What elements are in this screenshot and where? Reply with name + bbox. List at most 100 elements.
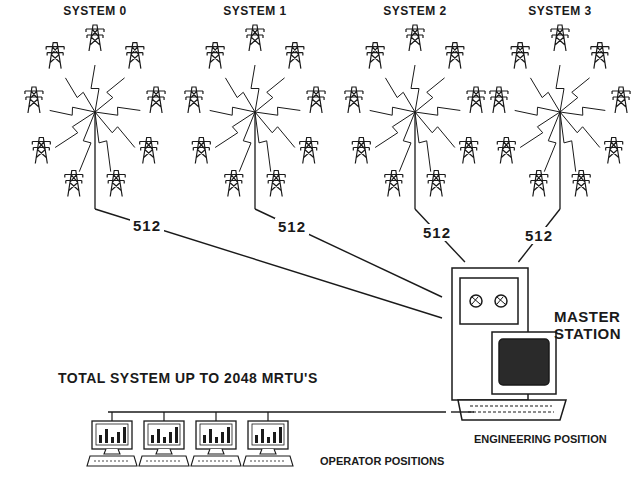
screen-bar bbox=[111, 437, 114, 443]
radio-link bbox=[255, 107, 300, 115]
screen-bar bbox=[209, 429, 212, 443]
radio-link bbox=[415, 107, 460, 115]
tower-icon bbox=[147, 87, 165, 113]
system-trunk bbox=[254, 112, 255, 209]
tower-icon bbox=[192, 138, 210, 164]
tower-icon bbox=[345, 87, 363, 113]
radio-link bbox=[520, 112, 560, 148]
tower-icon bbox=[490, 87, 508, 113]
screen-bar bbox=[227, 427, 230, 443]
radio-link bbox=[385, 78, 415, 112]
tower-icon bbox=[286, 43, 304, 69]
radio-link bbox=[251, 65, 259, 112]
screen-bar bbox=[203, 435, 206, 443]
station-label: OPERATOR POSITIONS bbox=[320, 455, 451, 467]
system-trunk bbox=[94, 112, 95, 209]
tower-icon bbox=[605, 138, 623, 164]
radio-link bbox=[560, 107, 605, 115]
screen-bar bbox=[215, 437, 218, 443]
radio-link bbox=[556, 65, 564, 112]
link-line bbox=[451, 411, 474, 412]
position-group: ENGINEERING POSITION bbox=[474, 402, 633, 448]
radio-link bbox=[215, 112, 255, 148]
radio-link bbox=[95, 112, 111, 172]
system-cluster: SYSTEM 1 bbox=[183, 4, 327, 209]
radio-link bbox=[255, 78, 285, 112]
screen-bar bbox=[163, 437, 166, 443]
system-label: SYSTEM 2 bbox=[380, 4, 449, 18]
monitor-stand bbox=[208, 449, 224, 454]
system-trunk bbox=[414, 112, 415, 209]
monitor-screen bbox=[148, 424, 180, 445]
link-line bbox=[518, 209, 560, 262]
radio-link bbox=[55, 112, 95, 148]
system-cluster: SYSTEM 0 bbox=[23, 4, 167, 209]
tower-icon bbox=[307, 87, 325, 113]
radio-link bbox=[95, 78, 125, 112]
tower-icon bbox=[65, 170, 83, 196]
operator-monitor bbox=[144, 421, 184, 449]
radio-link bbox=[530, 78, 560, 112]
tower-icon bbox=[225, 170, 243, 196]
tower-icon bbox=[591, 43, 609, 69]
tower-icon bbox=[46, 43, 64, 69]
tower-icon bbox=[385, 170, 403, 196]
operator-bus bbox=[108, 411, 446, 412]
system-trunk bbox=[559, 112, 560, 209]
system-cluster: SYSTEM 3 bbox=[488, 4, 632, 209]
operator-monitor bbox=[248, 421, 288, 449]
system-label: SYSTEM 3 bbox=[525, 4, 594, 18]
operator-monitor bbox=[196, 421, 236, 449]
link-line bbox=[255, 209, 442, 297]
screen-bar bbox=[279, 427, 282, 443]
keyboard-keys bbox=[146, 461, 182, 462]
bus-drop bbox=[163, 412, 164, 421]
bus-drop bbox=[215, 412, 216, 421]
channel-count: 512 bbox=[275, 218, 309, 235]
screen-bar bbox=[117, 432, 120, 443]
operator-keyboard bbox=[87, 456, 137, 466]
engineering-terminal bbox=[458, 332, 566, 420]
screen-bar bbox=[99, 435, 102, 443]
tower-icon bbox=[530, 170, 548, 196]
tower-icon bbox=[140, 138, 158, 164]
screen-bar bbox=[221, 432, 224, 443]
tower-icon bbox=[511, 43, 529, 69]
radio-link bbox=[225, 78, 255, 112]
radio-link bbox=[415, 112, 431, 172]
monitor-stand bbox=[156, 449, 172, 454]
screen-bar bbox=[273, 432, 276, 443]
radio-link bbox=[375, 112, 415, 148]
keyboard-keys bbox=[250, 461, 286, 462]
operator-keyboard bbox=[139, 456, 189, 466]
position-group: OPERATOR POSITIONS bbox=[95, 405, 451, 480]
channel-count: 512 bbox=[130, 217, 164, 234]
system-label: SYSTEM 1 bbox=[220, 4, 289, 18]
tower-icon bbox=[460, 138, 478, 164]
keyboard-keys bbox=[94, 461, 130, 462]
keyboard-keys bbox=[198, 461, 234, 462]
tower-icon bbox=[572, 170, 590, 196]
screen-bar bbox=[123, 427, 126, 443]
tower-icon bbox=[300, 138, 318, 164]
radio-link bbox=[65, 78, 95, 112]
screen-bar bbox=[151, 435, 154, 443]
tower-icon bbox=[86, 25, 104, 51]
screen-bar bbox=[105, 429, 108, 443]
system-cluster: SYSTEM 2 bbox=[343, 4, 487, 209]
tower-icon bbox=[366, 43, 384, 69]
system-label: SYSTEM 0 bbox=[60, 4, 129, 18]
channel-count: 512 bbox=[420, 224, 454, 241]
tower-icon bbox=[107, 170, 125, 196]
radio-link bbox=[91, 65, 99, 112]
station-label: ENGINEERING POSITION bbox=[474, 433, 633, 445]
monitor-stand bbox=[104, 449, 120, 454]
tower-icon bbox=[612, 87, 630, 113]
tower-icon bbox=[267, 170, 285, 196]
radio-link bbox=[50, 107, 95, 115]
monitor-screen bbox=[200, 424, 232, 445]
tower-icon bbox=[246, 25, 264, 51]
screen-bar bbox=[157, 429, 160, 443]
monitor-stand bbox=[260, 449, 276, 454]
operator-monitor bbox=[92, 421, 132, 449]
